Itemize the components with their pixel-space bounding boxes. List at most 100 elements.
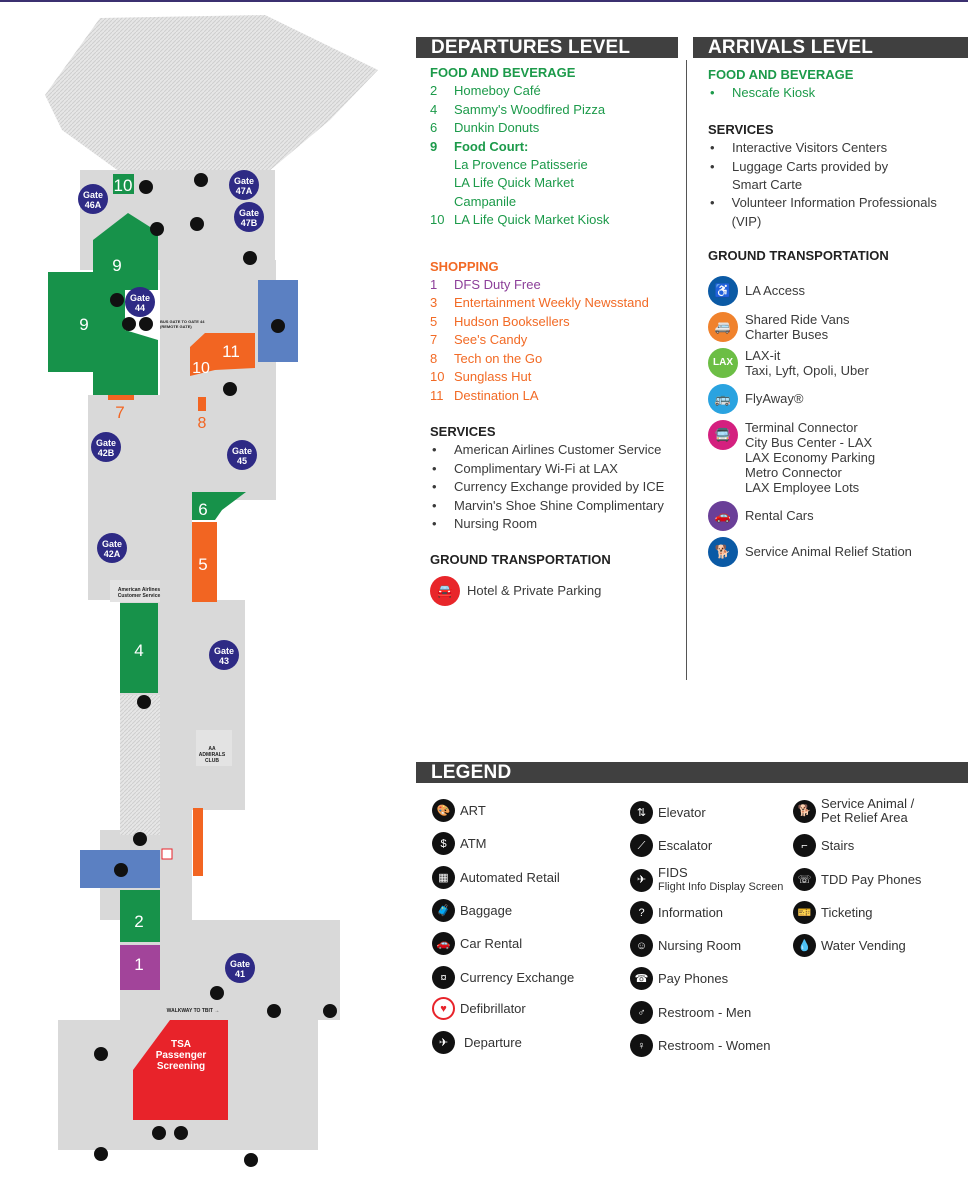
item-label: Luggage Carts provided by Smart Carte xyxy=(732,158,889,193)
store-7-area xyxy=(108,395,134,400)
gate-label: Gate xyxy=(234,176,254,186)
store-5-area xyxy=(192,522,217,602)
item-label: Entertainment Weekly Newsstand xyxy=(454,295,649,311)
nursing-room-icon: ☺ xyxy=(630,934,653,957)
ground-item: 🚌FlyAway® xyxy=(708,383,968,414)
item-label: Shared Ride Vans xyxy=(745,311,850,327)
gate-label: 47A xyxy=(236,186,253,196)
defibrillator-icon: ♥ xyxy=(432,997,455,1020)
gate-label: 41 xyxy=(235,969,245,979)
legend-item: ♂Restroom - Men xyxy=(630,1001,751,1024)
service-animal-icon: 🐕 xyxy=(708,536,738,567)
elevator-icon: ⇅ xyxy=(630,801,653,824)
bus-gate-label: (REMOTE GATE) xyxy=(160,324,192,329)
departure-icon xyxy=(194,173,208,187)
automated-retail-icon: ▦ xyxy=(432,866,455,889)
escalator-icon xyxy=(122,317,136,331)
service-animal-icon xyxy=(323,1004,337,1018)
item-number: 1 xyxy=(430,277,438,293)
item-label: LAX Economy Parking xyxy=(745,449,876,465)
item-label: Nescafe Kiosk xyxy=(732,85,816,101)
shuttle-icon: 🚍 xyxy=(708,419,738,450)
aa-customer-service-area xyxy=(110,580,160,602)
item-label: Complimentary Wi-Fi at LAX xyxy=(454,460,618,476)
item-label: Taxi, Lyft, Opoli, Uber xyxy=(745,362,869,378)
gate-label: 46A xyxy=(85,200,102,210)
item-number: 7 xyxy=(430,332,438,348)
legend-label: Defibrillator xyxy=(460,1000,526,1016)
atm-icon: $ xyxy=(432,832,455,855)
gate-label: 45 xyxy=(237,456,247,466)
legend-label: Automated Retail xyxy=(460,869,560,885)
escalator-icon xyxy=(244,1153,258,1167)
car-rental-icon: 🚗 xyxy=(432,932,455,955)
tsa-label: Screening xyxy=(157,1061,205,1072)
admirals-club-label: CLUB xyxy=(205,758,219,764)
bus-gate-label: BUS GATE TO GATE 44 xyxy=(160,319,205,324)
item-label: Sammy's Woodfired Pizza xyxy=(454,101,606,117)
pay-phone-icon xyxy=(243,251,257,265)
tdd-phone-icon xyxy=(267,1004,281,1018)
item-number: 2 xyxy=(430,83,438,99)
item-label: Volunteer Information Professionals (VIP… xyxy=(731,195,937,229)
legend-label: Escalator xyxy=(658,837,713,853)
store-9-area xyxy=(93,213,158,290)
item-label: City Bus Center - LAX xyxy=(745,434,873,450)
stairs-icon: ⌐ xyxy=(793,834,816,857)
legend-item: ✈Departure xyxy=(432,1031,522,1054)
item-number: 5 xyxy=(430,313,438,329)
item-number xyxy=(430,174,454,192)
item-label: Campanile xyxy=(454,193,517,209)
item-number: 10 xyxy=(430,212,445,228)
walkway-label: WALKWAY TO TBIT → xyxy=(167,1008,220,1014)
item-label: LA Life Quick Market xyxy=(454,175,574,191)
services-heading: SERVICES xyxy=(708,121,774,137)
food-item: •Nescafe Kiosk xyxy=(708,84,968,102)
item-label: See's Candy xyxy=(454,332,528,348)
gate-label: 42B xyxy=(98,448,115,458)
gate-marker xyxy=(209,640,239,670)
terminal-map: 1099111078654321Gate46AGate47AGate47BGat… xyxy=(45,15,378,1167)
item-label: LA Access xyxy=(745,283,805,299)
item-number: 6 xyxy=(430,120,438,136)
service-item: •Currency Exchange provided by ICE xyxy=(430,478,685,496)
legend-item: $ATM xyxy=(432,832,486,855)
legend-item: 🎫Ticketing xyxy=(793,901,873,924)
item-label: FlyAway® xyxy=(745,391,804,407)
tsa-label: TSA xyxy=(171,1039,191,1050)
item-number: 11 xyxy=(430,387,444,403)
item-label: Food Court: xyxy=(454,138,529,154)
gate-marker xyxy=(225,953,255,983)
item-label: Homeboy Café xyxy=(454,83,541,99)
gate-label: Gate xyxy=(232,446,252,456)
store-2-area xyxy=(120,890,160,942)
food-heading: FOOD AND BEVERAGE xyxy=(430,65,576,80)
store-number-label: 10 xyxy=(192,360,210,377)
arrivals-column: FOOD AND BEVERAGE •Nescafe Kiosk SERVICE… xyxy=(708,66,968,573)
departure-icon xyxy=(210,986,224,1000)
gate-label: Gate xyxy=(230,959,250,969)
legend-label: Departure xyxy=(464,1034,522,1050)
item-label: Charter Buses xyxy=(745,326,829,342)
legend-item: 💧Water Vending xyxy=(793,934,906,957)
legend-item: ¤Currency Exchange xyxy=(432,966,574,989)
gate-marker xyxy=(227,440,257,470)
aa-customer-service-label: American Airlines xyxy=(118,587,161,593)
restroom-men-icon: ♂ xyxy=(630,1001,653,1024)
ground-heading: GROUND TRANSPORTATION xyxy=(430,552,611,568)
item-label: American Airlines Customer Service xyxy=(454,442,662,458)
legend-sublabel: Flight Info Display Screen xyxy=(658,881,784,893)
services-heading: SERVICES xyxy=(430,423,496,439)
legend-label: FIDS xyxy=(658,865,688,880)
item-label: Metro Connector xyxy=(745,464,842,480)
legend-item: 🎨ART xyxy=(432,799,486,822)
item-number xyxy=(430,156,454,174)
art-icon: 🎨 xyxy=(432,799,455,822)
ground-item: ♿LA Access xyxy=(708,275,968,306)
